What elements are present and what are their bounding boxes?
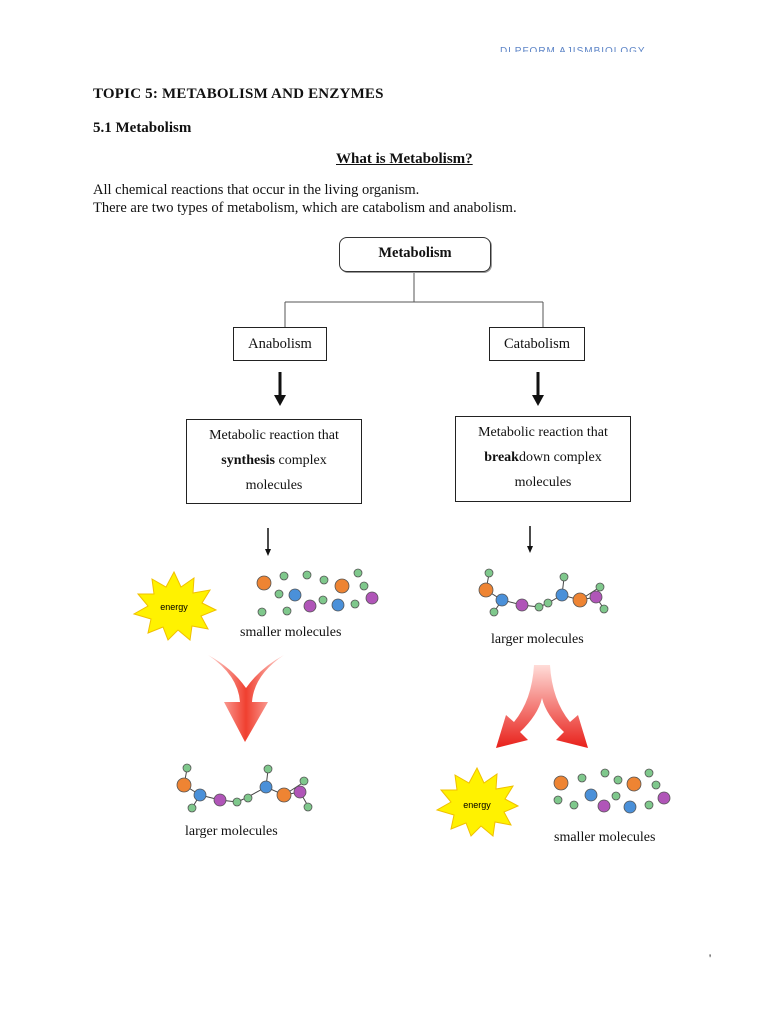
anabolism-desc-line2: synthesis complex <box>187 448 361 473</box>
red-arrow-diverge-catabolism <box>496 665 588 748</box>
label-larger-molecules-catabolism: larger molecules <box>491 632 584 647</box>
small-molecules-catabolism <box>553 768 671 814</box>
anabolism-description: Metabolic reaction that synthesis comple… <box>186 419 362 504</box>
small-molecules-anabolism <box>256 568 379 617</box>
energy-label-catabolism: energy <box>463 800 491 810</box>
label-smaller-molecules-anabolism: smaller molecules <box>240 625 342 640</box>
down-arrow-catabolism <box>532 372 544 406</box>
catabolism-desc-line2: breakdown complex <box>456 445 630 470</box>
anabolism-box: Anabolism <box>233 327 327 361</box>
large-molecule-catabolism <box>478 568 609 617</box>
energy-label-anabolism: energy <box>160 602 188 612</box>
label-larger-molecules-anabolism: larger molecules <box>185 824 278 839</box>
red-arrow-converge-anabolism <box>208 655 284 742</box>
topic-title: TOPIC 5: METABOLISM AND ENZYMES <box>93 86 384 102</box>
paragraph-types: There are two types of metabolism, which… <box>93 200 517 216</box>
anabolism-desc-rest: complex <box>274 453 327 468</box>
header-watermark: DLPFORM AJISMBIOLOGY <box>500 46 646 52</box>
anabolism-desc-line3: molecules <box>245 478 303 493</box>
catabolism-desc-rest: down complex <box>518 450 602 465</box>
anabolism-desc-keyword: synthesis <box>221 453 275 468</box>
catabolism-desc-keyword: break <box>484 450 519 465</box>
energy-burst-catabolism: energy <box>435 766 520 837</box>
anabolism-desc-line1: Metabolic reaction that <box>209 428 339 443</box>
small-arrow-anabolism <box>265 528 271 556</box>
subheading: What is Metabolism? <box>336 151 473 167</box>
section-title: 5.1 Metabolism <box>93 120 192 136</box>
label-smaller-molecules-catabolism: smaller molecules <box>554 830 656 845</box>
down-arrow-anabolism <box>274 372 286 406</box>
paragraph-definition: All chemical reactions that occur in the… <box>93 182 420 198</box>
large-molecule-anabolism <box>176 763 313 813</box>
energy-burst-anabolism: energy <box>132 570 218 641</box>
catabolism-desc-line3: molecules <box>514 475 572 490</box>
catabolism-box: Catabolism <box>489 327 585 361</box>
catabolism-desc-line1: Metabolic reaction that <box>478 425 608 440</box>
small-arrow-catabolism <box>527 526 533 553</box>
page-mark: ' <box>709 951 712 965</box>
catabolism-description: Metabolic reaction that breakdown comple… <box>455 416 631 502</box>
metabolism-box: Metabolism <box>339 237 491 272</box>
